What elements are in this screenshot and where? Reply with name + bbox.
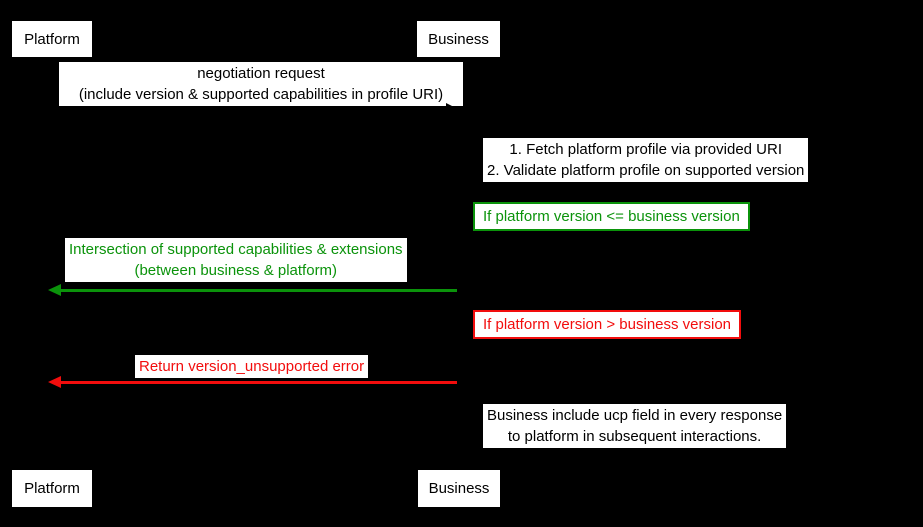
arrowhead-left-red-icon bbox=[48, 376, 61, 388]
arrowhead-left-green-icon bbox=[48, 284, 61, 296]
message-success-response-line bbox=[60, 289, 457, 292]
message-negotiation-request-line2: (include version & supported capabilitie… bbox=[78, 86, 444, 103]
message-negotiation-request-line1: negotiation request bbox=[197, 65, 325, 82]
participant-business-bottom: Business bbox=[418, 470, 500, 507]
participant-platform-bottom-label: Platform bbox=[24, 480, 80, 497]
message-success-response-line1: Intersection of supported capabilities &… bbox=[69, 241, 403, 258]
participant-business-bottom-label: Business bbox=[428, 480, 490, 497]
guard-success-condition: If platform version <= business version bbox=[473, 202, 750, 231]
message-failure-response-line bbox=[60, 381, 457, 384]
message-success-response-line2: (between business & platform) bbox=[134, 262, 338, 279]
participant-platform-bottom: Platform bbox=[12, 470, 92, 507]
note-ucp-field-line2: to platform in subsequent interactions. bbox=[507, 428, 762, 445]
message-negotiation-request-line bbox=[51, 108, 447, 110]
arrowhead-right-icon bbox=[446, 103, 458, 115]
participant-business-top-label: Business bbox=[428, 30, 489, 48]
message-success-response-label: Intersection of supported capabilities &… bbox=[65, 238, 407, 282]
note-fetch-validate-line2: 2. Validate platform profile on supporte… bbox=[487, 162, 805, 179]
note-ucp-field: Business include ucp field in every resp… bbox=[483, 404, 787, 448]
message-failure-response-label: Return version_unsupported error bbox=[135, 355, 369, 378]
note-fetch-validate-line1: 1. Fetch platform profile via provided U… bbox=[509, 141, 783, 158]
lifeline-business bbox=[458, 57, 459, 470]
lifeline-platform bbox=[51, 57, 52, 470]
note-ucp-field-line1: Business include ucp field in every resp… bbox=[487, 407, 783, 424]
message-negotiation-request-label: negotiation request (include version & s… bbox=[59, 62, 463, 106]
participant-business-top: Business bbox=[417, 21, 500, 57]
guard-failure-condition: If platform version > business version bbox=[473, 310, 742, 339]
note-fetch-validate: 1. Fetch platform profile via provided U… bbox=[483, 138, 809, 182]
participant-platform-top: Platform bbox=[12, 21, 92, 57]
participant-platform-top-label: Platform bbox=[24, 30, 80, 48]
